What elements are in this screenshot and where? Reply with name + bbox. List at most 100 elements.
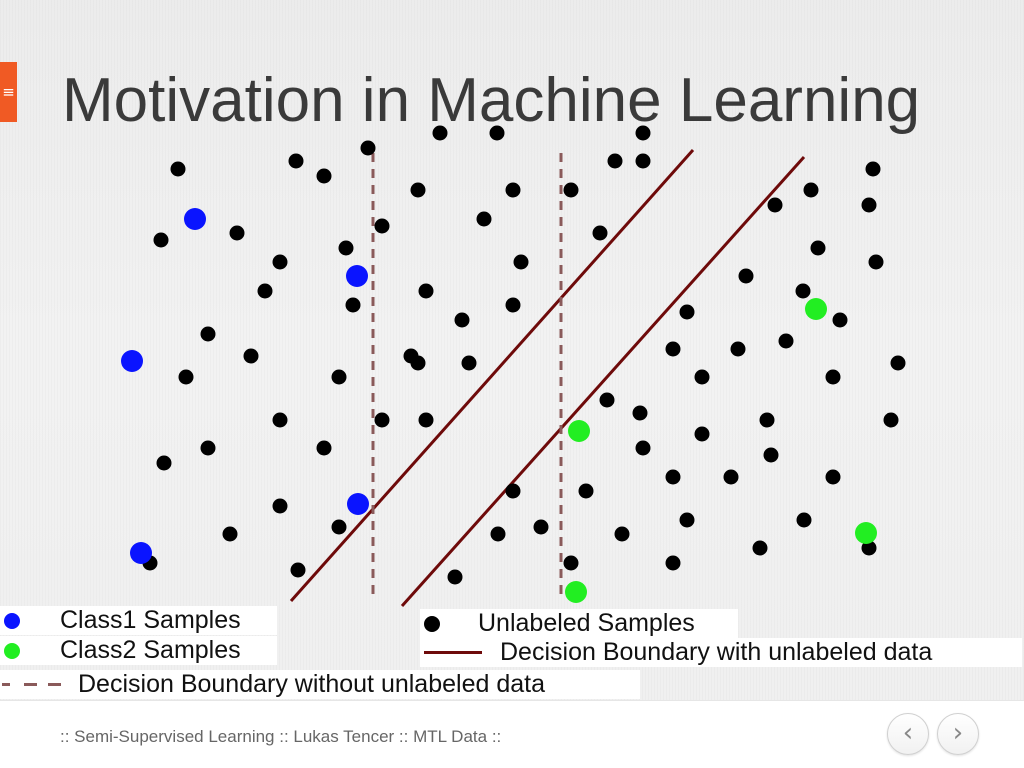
slide-title: Motivation in Machine Learning (62, 66, 921, 135)
unlabeled-sample-point (513, 254, 529, 270)
unlabeled-sample-point (607, 153, 623, 169)
dashed-line-mark (2, 683, 61, 686)
unlabeled-sample-point (778, 333, 794, 349)
unlabeled-sample-point (200, 440, 216, 456)
solid-boundary-line (289, 149, 695, 602)
solid-line-mark (424, 651, 482, 654)
legend-label-unlabeled: Unlabeled Samples (478, 609, 695, 637)
scatter-plot (121, 125, 906, 608)
hamburger-menu-icon[interactable]: ≡ (0, 62, 17, 122)
unlabeled-sample-point (153, 232, 169, 248)
class2-sample-point (568, 420, 590, 442)
footer-text: :: Semi-Supervised Learning :: Lukas Ten… (60, 727, 502, 746)
unlabeled-sample-point (505, 182, 521, 198)
unlabeled-sample-point (345, 297, 361, 313)
unlabeled-sample-point (665, 469, 681, 485)
unlabeled-sample-point (533, 519, 549, 535)
class1-sample-point (346, 265, 368, 287)
class1-dot (4, 613, 20, 629)
unlabeled-sample-point (730, 341, 746, 357)
legend-label-boundary-without: Decision Boundary without unlabeled data (78, 670, 545, 698)
unlabeled-sample-point (418, 412, 434, 428)
unlabeled-sample-point (861, 540, 877, 556)
unlabeled-sample-point (272, 412, 288, 428)
next-slide-button[interactable]: › (937, 713, 979, 755)
unlabeled-sample-point (316, 440, 332, 456)
unlabeled-sample-point (156, 455, 172, 471)
unlabeled-sample-point (599, 392, 615, 408)
unlabeled-sample-point (810, 240, 826, 256)
unlabeled-sample-point (432, 125, 448, 141)
unlabeled-sample-point (272, 254, 288, 270)
unlabeled-sample-point (243, 348, 259, 364)
unlabeled-sample-point (795, 283, 811, 299)
unlabeled-sample-point (665, 341, 681, 357)
unlabeled-swatch-icon (420, 609, 460, 638)
unlabeled-sample-point (592, 225, 608, 241)
dashed-line-swatch-icon (0, 670, 70, 699)
unlabeled-sample-point (694, 369, 710, 385)
unlabeled-sample-point (890, 355, 906, 371)
unlabeled-sample-point (563, 182, 579, 198)
dash-segment (24, 683, 37, 686)
class1-sample-point (184, 208, 206, 230)
legend-boundary-with: Decision Boundary with unlabeled data (420, 638, 1022, 667)
unlabeled-sample-point (861, 197, 877, 213)
dash-segment (48, 683, 61, 686)
unlabeled-sample-point (679, 512, 695, 528)
unlabeled-sample-point (635, 125, 651, 141)
legend-class2: Class2 Samples (0, 636, 277, 665)
unlabeled-sample-point (796, 512, 812, 528)
sample-points (121, 125, 906, 603)
dash-segment (2, 683, 10, 686)
unlabeled-sample-point (763, 447, 779, 463)
class2-dot (4, 643, 20, 659)
footer-bar: :: Semi-Supervised Learning :: Lukas Ten… (0, 700, 1024, 768)
unlabeled-sample-point (454, 312, 470, 328)
unlabeled-sample-point (288, 153, 304, 169)
unlabeled-sample-point (679, 304, 695, 320)
unlabeled-sample-point (738, 268, 754, 284)
unlabeled-sample-point (752, 540, 768, 556)
unlabeled-sample-point (331, 369, 347, 385)
chevron-left-icon: ‹ (902, 718, 914, 748)
class1-swatch-icon (0, 606, 40, 635)
unlabeled-sample-point (505, 483, 521, 499)
unlabeled-sample-point (229, 225, 245, 241)
unlabeled-sample-point (489, 125, 505, 141)
unlabeled-sample-point (447, 569, 463, 585)
legend-unlabeled: Unlabeled Samples (420, 609, 738, 638)
unlabeled-sample-point (338, 240, 354, 256)
unlabeled-sample-point (200, 326, 216, 342)
unlabeled-dot (424, 616, 440, 632)
unlabeled-sample-point (825, 369, 841, 385)
class1-sample-point (347, 493, 369, 515)
unlabeled-sample-point (257, 283, 273, 299)
unlabeled-sample-point (290, 562, 306, 578)
solid-boundary-line (400, 155, 806, 608)
unlabeled-sample-point (360, 140, 376, 156)
unlabeled-sample-point (832, 312, 848, 328)
prev-slide-button[interactable]: ‹ (887, 713, 929, 755)
unlabeled-sample-point (461, 355, 477, 371)
unlabeled-sample-point (222, 526, 238, 542)
unlabeled-sample-point (178, 369, 194, 385)
unlabeled-sample-point (272, 498, 288, 514)
legend-class1: Class1 Samples (0, 606, 277, 635)
unlabeled-sample-point (665, 555, 681, 571)
unlabeled-sample-point (476, 211, 492, 227)
unlabeled-sample-point (331, 519, 347, 535)
class1-sample-point (121, 350, 143, 372)
unlabeled-sample-point (563, 555, 579, 571)
legend-label-class1: Class1 Samples (60, 606, 241, 634)
class2-sample-point (565, 581, 587, 603)
legend-boundary-without: Decision Boundary without unlabeled data (0, 670, 640, 699)
unlabeled-sample-point (410, 355, 426, 371)
unlabeled-sample-point (803, 182, 819, 198)
unlabeled-sample-point (883, 412, 899, 428)
unlabeled-sample-point (865, 161, 881, 177)
unlabeled-sample-point (170, 161, 186, 177)
class2-sample-point (805, 298, 827, 320)
unlabeled-sample-point (418, 283, 434, 299)
unlabeled-sample-point (635, 440, 651, 456)
